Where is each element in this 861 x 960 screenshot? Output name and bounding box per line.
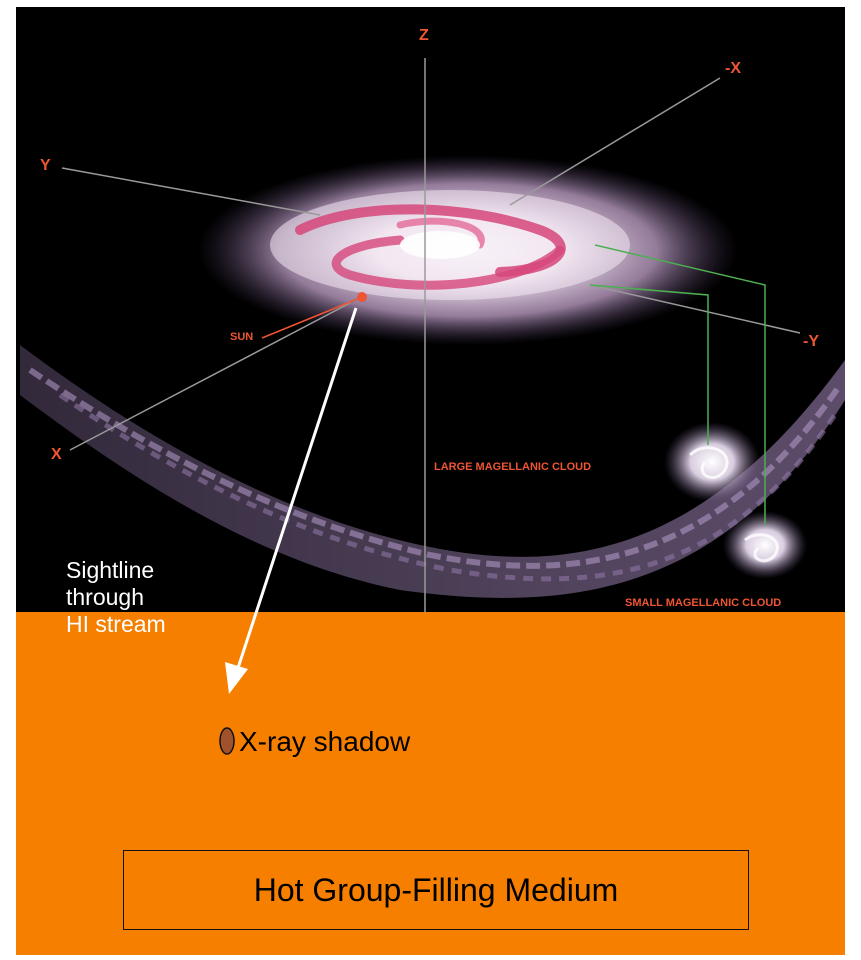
x-label: X [51,446,62,463]
sightline-line-3: HI stream [66,611,166,637]
smc-connector [594,244,766,525]
lmc-label: LARGE MAGELLANIC CLOUD [434,461,592,473]
xray-shadow-icon [219,727,235,755]
sightline-line-2: through [66,584,145,610]
hot-medium-label: Hot Group-Filling Medium [253,871,619,908]
neg-x-axis [509,77,721,206]
sightline-arrow [236,307,358,669]
sun-pointer [261,297,361,339]
sun-label: SUN [230,331,254,343]
neg-y-label: -Y [803,333,819,350]
sightline-label: Sightline through HI stream [66,557,166,638]
y-label: Y [40,157,51,174]
y-axis [61,167,321,216]
hot-medium-panel [16,612,845,955]
lmc-connector [589,284,709,445]
z-label: Z [419,27,429,44]
hot-medium-box: Hot Group-Filling Medium [123,850,749,930]
sightline-arrowhead [225,662,248,694]
sightline-line-1: Sightline [66,557,155,583]
x-axis [69,302,351,451]
spiral-arm [331,235,565,290]
small-magellanic-cloud [723,511,807,579]
large-magellanic-cloud [664,422,760,502]
sun-marker [357,292,367,302]
smc-label: SMALL MAGELLANIC CLOUD [625,597,782,609]
neg-x-label: -X [725,60,741,77]
xray-shadow-label: X-ray shadow [239,726,411,757]
